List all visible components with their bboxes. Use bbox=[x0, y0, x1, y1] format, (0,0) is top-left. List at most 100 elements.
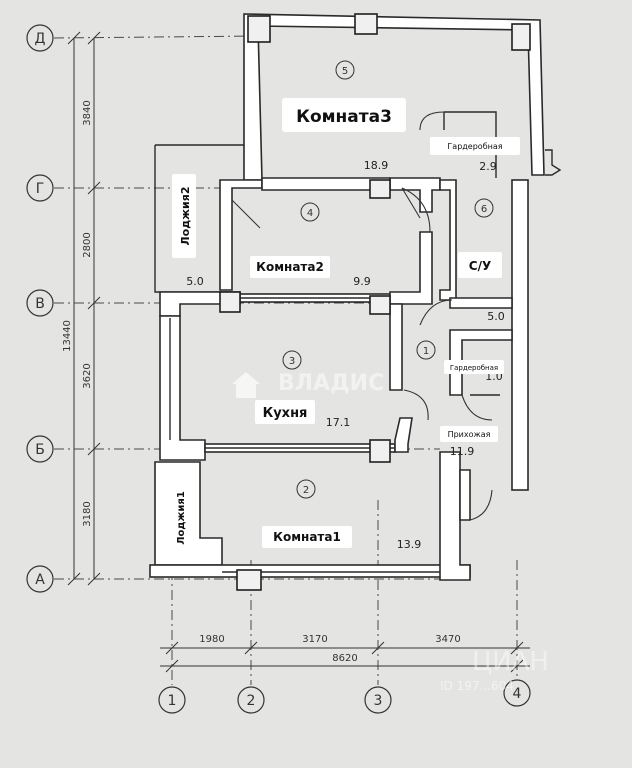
label-loggia2: Лоджия2 bbox=[179, 187, 192, 246]
label-kitchen: Кухня bbox=[263, 406, 308, 421]
room-num-circle-1 bbox=[416, 340, 436, 360]
axis-line-d bbox=[53, 35, 261, 39]
dim-13440: 13440 bbox=[62, 320, 73, 352]
room-areas: 18.9 9.9 17.1 13.9 11.9 5.0 2.9 1.0 5.0 bbox=[186, 159, 505, 551]
axis-marker-4 bbox=[503, 679, 531, 707]
wall-notch bbox=[545, 149, 562, 176]
area-loggia2: 5.0 bbox=[186, 275, 204, 288]
door-kitchen bbox=[403, 389, 429, 421]
dim-3840: 3840 bbox=[82, 100, 93, 125]
room-num-3: 3 bbox=[289, 356, 295, 367]
area-kitchen: 17.1 bbox=[326, 416, 351, 429]
label-box-hallway bbox=[440, 426, 498, 442]
axis-label-g: Г bbox=[36, 181, 45, 197]
wall-a bbox=[149, 564, 471, 578]
dim-3620: 3620 bbox=[82, 363, 93, 388]
tick-g bbox=[87, 181, 101, 195]
room-num-2: 2 bbox=[303, 485, 309, 496]
column-g bbox=[369, 179, 391, 199]
label-box-kitchen bbox=[255, 400, 315, 424]
area-hallway: 11.9 bbox=[450, 445, 475, 458]
wall-wardrobe-top bbox=[444, 111, 497, 178]
door-room2-leaf bbox=[401, 187, 421, 219]
tick-total-l bbox=[165, 659, 179, 673]
wall-b-right bbox=[394, 417, 413, 453]
wall-room3-outer bbox=[243, 13, 545, 181]
room-num-circle-4 bbox=[300, 202, 320, 222]
tick-total-r bbox=[510, 659, 524, 673]
home-icon bbox=[232, 372, 260, 398]
tick-total-bottom bbox=[67, 572, 81, 586]
label-loggia1: Лоджия1 bbox=[176, 491, 187, 545]
label-wardrobe-top: Гардеробная bbox=[447, 142, 502, 151]
column-v-left bbox=[219, 291, 241, 313]
label-room2: Комната2 bbox=[256, 260, 324, 274]
label-box-bathroom bbox=[458, 252, 502, 278]
door-entrance bbox=[469, 489, 493, 521]
column-d1 bbox=[247, 15, 271, 43]
axis-label-3: 3 bbox=[374, 693, 383, 709]
label-room3: Комната3 bbox=[296, 107, 392, 127]
room-num-1: 1 bbox=[423, 346, 429, 357]
column-b bbox=[369, 439, 391, 463]
axis-label-1: 1 bbox=[168, 693, 177, 709]
watermarks: ВЛАДИС ЦИАН ID 197...604 bbox=[232, 371, 549, 693]
doors bbox=[231, 111, 493, 521]
wall-room2-top-right bbox=[389, 177, 441, 213]
label-bathroom: С/У bbox=[469, 259, 491, 273]
tick-total-top bbox=[67, 31, 81, 45]
label-wardrobe-mid: Гардеробная bbox=[450, 364, 498, 372]
room-num-5: 5 bbox=[342, 66, 348, 77]
area-room2: 9.9 bbox=[353, 275, 371, 288]
area-room3: 18.9 bbox=[364, 159, 389, 172]
wall-bath-left bbox=[439, 179, 457, 301]
dim-3470: 3470 bbox=[435, 634, 460, 645]
room-num-circle-5 bbox=[335, 60, 355, 80]
axis-label-2: 2 bbox=[247, 693, 256, 709]
watermark-cian: ЦИАН bbox=[472, 647, 549, 677]
axis-label-b: Б bbox=[35, 442, 45, 458]
number-axes: 1980 3170 3470 8620 1 2 3 4 bbox=[158, 450, 531, 714]
label-box-room3 bbox=[282, 98, 406, 132]
column-v bbox=[369, 295, 391, 315]
wall-entrance bbox=[459, 469, 471, 521]
axis-label-4: 4 bbox=[513, 686, 522, 702]
columns bbox=[219, 13, 531, 591]
axis-marker-1 bbox=[158, 686, 186, 714]
area-bathroom: 5.0 bbox=[487, 310, 505, 323]
axis-marker-a bbox=[26, 565, 54, 593]
area-wardrobe-top: 2.9 bbox=[479, 160, 497, 173]
wall-kitchen-left bbox=[159, 315, 206, 461]
wall-wardrobe-mid bbox=[449, 329, 513, 396]
label-box-loggia1 bbox=[166, 478, 192, 558]
tick-3 bbox=[371, 641, 385, 655]
column-a bbox=[236, 569, 262, 591]
vertical-dimensions: 3840 2800 3620 3180 13440 bbox=[62, 31, 101, 586]
label-box-room2 bbox=[250, 256, 330, 278]
door-room2 bbox=[401, 187, 431, 233]
dim-3180: 3180 bbox=[82, 501, 93, 526]
axis-marker-d bbox=[26, 24, 54, 52]
door-room2-left-leaf bbox=[231, 199, 261, 229]
axis-marker-g bbox=[26, 174, 54, 202]
axis-label-v: В bbox=[35, 296, 45, 312]
wall-kitchen-right bbox=[389, 303, 403, 391]
axis-marker-2 bbox=[237, 686, 265, 714]
wall-bath-bottom bbox=[449, 297, 513, 309]
dim-2800: 2800 bbox=[82, 232, 93, 257]
dim-1980: 1980 bbox=[199, 634, 224, 645]
label-room1: Комната1 bbox=[273, 530, 341, 544]
tick-b bbox=[87, 442, 101, 456]
axis-marker-3 bbox=[364, 686, 392, 714]
dim-8620: 8620 bbox=[332, 653, 357, 664]
label-box-loggia2 bbox=[172, 174, 196, 258]
column-d2 bbox=[354, 13, 378, 35]
axis-marker-b bbox=[26, 435, 54, 463]
column-d3 bbox=[511, 23, 531, 51]
watermark-id: ID 197...604 bbox=[440, 679, 514, 693]
room-numbers: 5 4 3 2 1 6 bbox=[282, 60, 494, 499]
wall-v-right bbox=[389, 231, 433, 305]
watermark-vladis: ВЛАДИС bbox=[278, 371, 384, 396]
door-wardrobe-mid bbox=[461, 394, 493, 421]
